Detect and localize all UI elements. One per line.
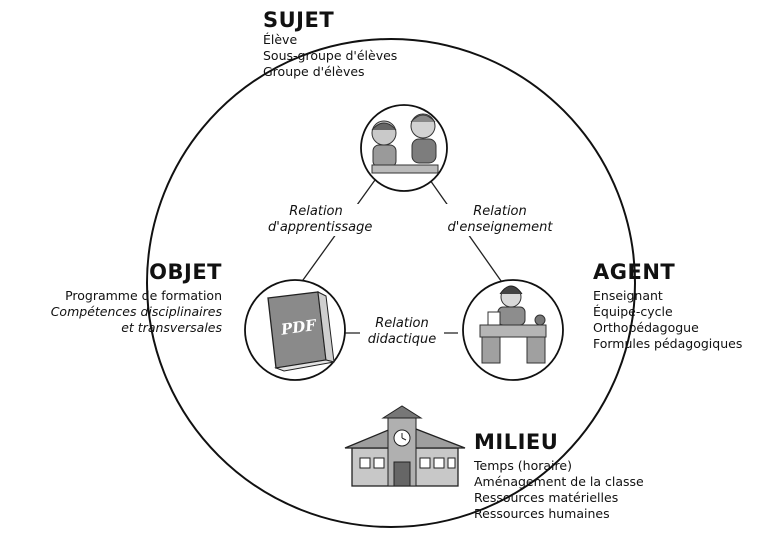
milieu-item: Temps (horaire) — [474, 458, 572, 473]
teacher-at-desk-icon — [462, 279, 564, 381]
school-building-icon — [344, 405, 466, 487]
agent-item: Formules pédagogiques — [593, 336, 743, 351]
objet-item: et transversales — [121, 320, 222, 335]
relation-didactique-line1: Relation — [375, 316, 429, 331]
sujet-title: SUJET — [263, 8, 335, 32]
milieu-item: Ressources matérielles — [474, 490, 619, 505]
relation-apprentissage-line1: Relation — [289, 204, 343, 219]
milieu-block: MILIEU Temps (horaire) Aménagement de la… — [474, 430, 704, 522]
sujet-block: SUJET Élève Sous-groupe d'élèves Groupe … — [263, 8, 397, 80]
objet-item: Programme de formation — [65, 288, 222, 303]
milieu-item: Aménagement de la classe — [474, 474, 644, 489]
relation-apprentissage-line2: d'apprentissage — [268, 220, 373, 235]
book-icon — [244, 279, 346, 381]
milieu-title: MILIEU — [474, 430, 559, 454]
sujet-item: Élève — [263, 32, 298, 47]
relation-apprentissage-label: Relation d'apprentissage — [268, 204, 373, 236]
relation-didactique-line2: didactique — [367, 332, 437, 347]
agent-item: Équipe-cycle — [593, 304, 673, 319]
relation-enseignement-line1: Relation — [473, 204, 527, 219]
objet-block: OBJET Programme de formation Compétences… — [16, 260, 222, 336]
relation-enseignement-line2: d'enseignement — [447, 220, 553, 235]
students-icon — [360, 104, 448, 192]
agent-item: Enseignant — [593, 288, 663, 303]
objet-item: Compétences disciplinaires — [50, 304, 222, 319]
outer-circle — [146, 38, 636, 528]
objet-title: OBJET — [149, 260, 222, 284]
relation-didactique-label: Relation didactique — [360, 316, 444, 348]
agent-title: AGENT — [593, 260, 676, 284]
relation-enseignement-label: Relation d'enseignement — [442, 204, 558, 236]
milieu-item: Ressources humaines — [474, 506, 610, 521]
sujet-item: Groupe d'élèves — [263, 64, 365, 79]
agent-block: AGENT Enseignant Équipe-cycle Orthopédag… — [593, 260, 781, 352]
sujet-item: Sous-groupe d'élèves — [263, 48, 398, 63]
agent-item: Orthopédagogue — [593, 320, 699, 335]
